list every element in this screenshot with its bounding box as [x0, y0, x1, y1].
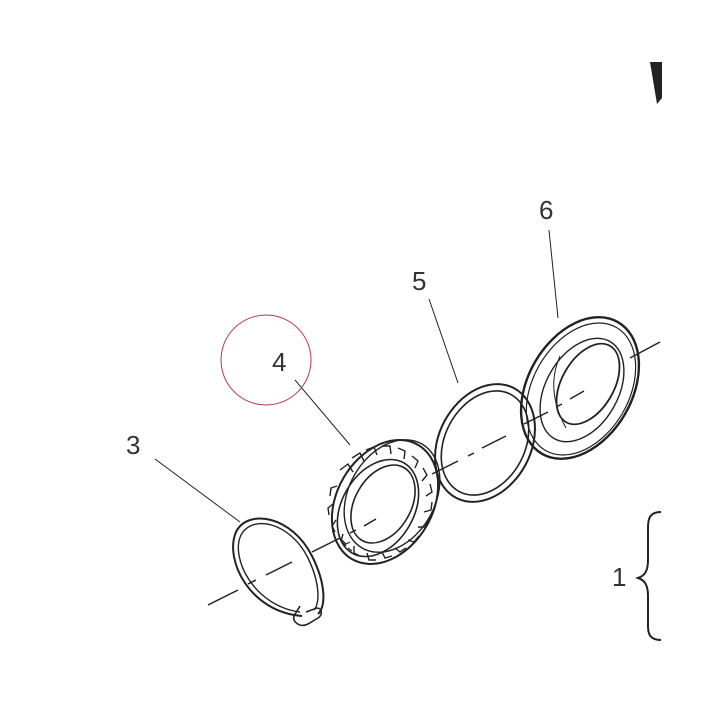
leader-6: [548, 229, 559, 319]
callout-5: 5: [412, 266, 426, 296]
leader-5: [428, 298, 459, 384]
part-4-lock-nut: [327, 439, 441, 565]
leader-lines: [154, 229, 559, 523]
partial-part-top-right: [650, 62, 662, 104]
part-3-snap-ring: [232, 517, 325, 627]
callout-3: 3: [126, 430, 140, 460]
leader-4: [294, 379, 351, 446]
part-5-o-ring: [434, 383, 536, 503]
callout-4: 4: [272, 347, 286, 377]
center-axis: [207, 341, 661, 606]
group-brace-1: [634, 511, 662, 641]
callout-1: 1: [612, 562, 626, 592]
leader-3: [154, 458, 241, 523]
part-6-bearing-race: [519, 316, 641, 460]
callout-6: 6: [539, 195, 553, 225]
highlight-circle-4: [220, 314, 312, 406]
